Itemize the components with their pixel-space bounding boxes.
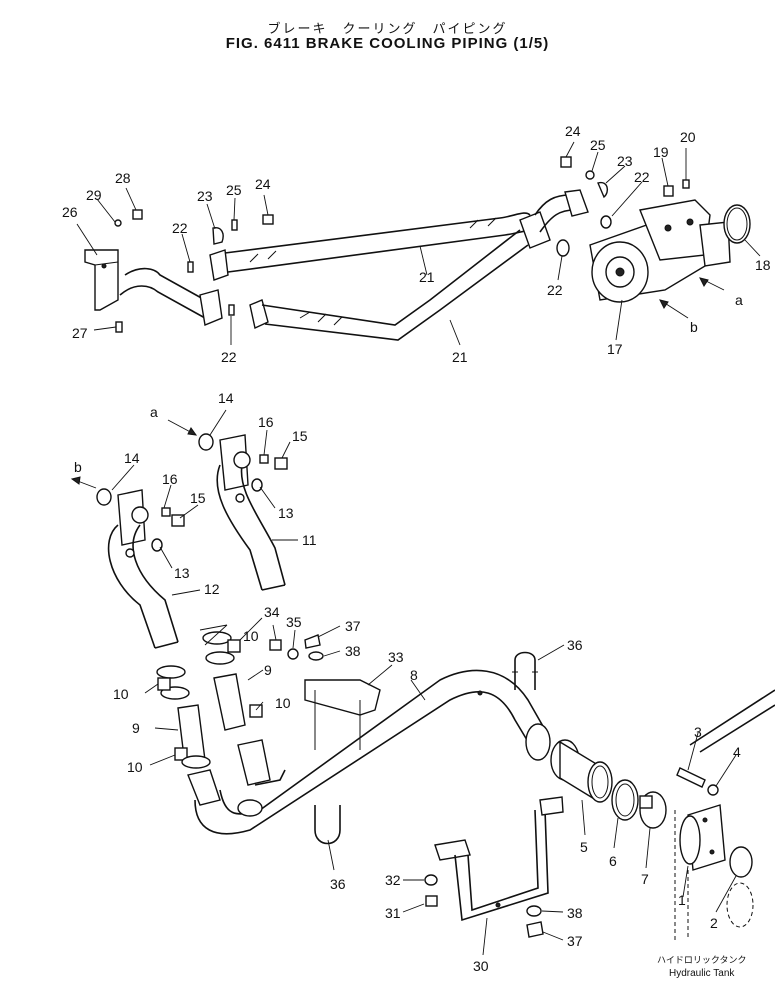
arrow-label-b-pipe: b — [74, 459, 82, 475]
tank-label-japanese: ハイドロリックタンク — [657, 955, 746, 966]
callout: 10 — [127, 759, 143, 775]
u-bolt-36-upper — [512, 651, 538, 690]
o-ring-18 — [723, 204, 751, 244]
washer-32 — [424, 874, 438, 886]
callout: 37 — [567, 933, 583, 949]
callout: 22 — [221, 349, 237, 365]
pipe-21-upper — [209, 189, 589, 281]
callout: 28 — [115, 170, 131, 186]
callout: 22 — [547, 282, 563, 298]
callout: 24 — [255, 176, 271, 192]
callout: 6 — [609, 853, 617, 869]
arrow-label-a-pipe: a — [150, 404, 158, 420]
pipe-8 — [194, 669, 551, 835]
bracket-33 — [304, 679, 381, 750]
callout: 27 — [72, 325, 88, 341]
callout: 12 — [204, 581, 220, 597]
title-japanese: ブレーキ クーリング パイピング — [267, 22, 508, 37]
callout: 13 — [174, 565, 190, 581]
callout: 15 — [190, 490, 206, 506]
pipe-21-lower — [119, 229, 529, 341]
callout: 14 — [218, 390, 234, 406]
callout: 31 — [385, 905, 401, 921]
leader-lines — [76, 141, 761, 956]
callout: 29 — [86, 187, 102, 203]
callout: 26 — [62, 204, 78, 220]
bracket-30 — [434, 796, 564, 922]
o-ring-2 — [729, 846, 753, 878]
u-bolt-36-lower — [314, 805, 341, 845]
callout: 36 — [567, 637, 583, 653]
callout: 32 — [385, 872, 401, 888]
callout: 10 — [243, 628, 259, 644]
bolt-3 — [676, 767, 706, 788]
pump-17 — [589, 199, 731, 303]
bracket-26 — [84, 249, 119, 311]
callout: 10 — [275, 695, 291, 711]
callout: 18 — [755, 257, 771, 273]
callout: 22 — [172, 220, 188, 236]
callout: 11 — [302, 532, 317, 548]
callout: 35 — [286, 614, 302, 630]
callout: 3 — [694, 724, 702, 740]
washer-4 — [707, 784, 719, 796]
figure-title: FIG. 6411 BRAKE COOLING PIPING (1/5) — [225, 35, 550, 52]
callout: 5 — [580, 839, 588, 855]
tank-label: Hydraulic Tank — [669, 968, 735, 979]
callout: 30 — [473, 958, 489, 974]
callout: 16 — [162, 471, 178, 487]
arrow-label-a-pump: a — [735, 292, 743, 308]
callout: 19 — [653, 144, 669, 160]
callout: 2 — [710, 915, 718, 931]
callout: 7 — [641, 871, 649, 887]
sleeve-5 — [550, 739, 613, 803]
hardware-lower-bracket — [269, 634, 324, 661]
callout: 4 — [733, 744, 741, 760]
callout: 25 — [226, 182, 242, 198]
callout: 33 — [388, 649, 404, 665]
callout: 9 — [264, 662, 272, 678]
callout: 16 — [258, 414, 274, 430]
callout: 9 — [132, 720, 140, 736]
callout: 15 — [292, 428, 308, 444]
callout: 21 — [419, 269, 435, 285]
o-ring-14-b — [96, 488, 112, 506]
callout-numbers: 1 2 3 4 5 6 7 8 9 9 10 10 10 10 11 12 13… — [62, 123, 771, 974]
callout: 8 — [410, 667, 418, 683]
hardware-top — [114, 156, 690, 333]
pipe-12 — [107, 489, 179, 649]
arrow-label-b-pump: b — [690, 319, 698, 335]
callout: 37 — [345, 618, 361, 634]
callout: 17 — [607, 341, 623, 357]
direction-arrows — [70, 277, 725, 489]
callout: 23 — [197, 188, 213, 204]
bolt-31 — [425, 895, 438, 907]
pipe-11 — [216, 434, 286, 591]
callout: 24 — [565, 123, 581, 139]
callout: 21 — [452, 349, 468, 365]
callout: 22 — [634, 169, 650, 185]
callout: 36 — [330, 876, 346, 892]
callout: 10 — [113, 686, 129, 702]
nut-37 — [526, 921, 544, 938]
callout: 34 — [264, 604, 280, 620]
o-ring-14-a — [198, 433, 214, 451]
callout: 14 — [124, 450, 140, 466]
callout: 38 — [567, 905, 583, 921]
callout: 25 — [590, 137, 606, 153]
washer-38 — [526, 905, 542, 917]
hardware-middle — [151, 454, 288, 552]
callout: 20 — [680, 129, 696, 145]
flange-1 — [679, 804, 726, 871]
callout: 13 — [278, 505, 294, 521]
hoses-and-clamps — [156, 631, 271, 806]
callout: 23 — [617, 153, 633, 169]
callout: 1 — [678, 892, 686, 908]
callout: 38 — [345, 643, 361, 659]
